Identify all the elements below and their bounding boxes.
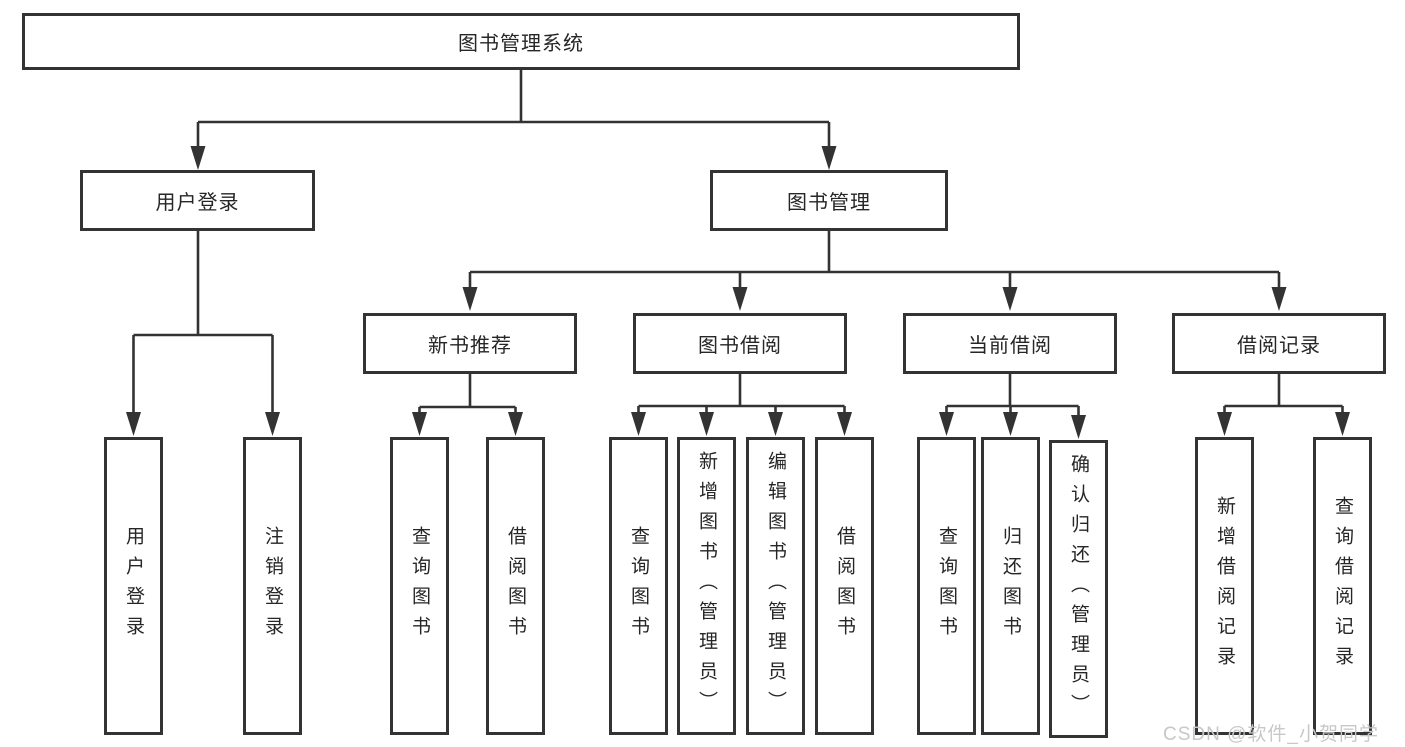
watermark: CSDN @软件_小贺同学: [1163, 724, 1379, 745]
arrowhead-icon: [939, 412, 954, 436]
connector-currentborrow-to-leaves: [945, 374, 1080, 419]
leaf-borrow-books-1: 借阅图书: [486, 437, 545, 735]
leaf-label: 新增图书（管理员）: [696, 451, 717, 721]
leaf-query-books-3: 查询图书: [917, 437, 976, 735]
leaf-add-borrow-record: 新增借阅记录: [1195, 437, 1254, 735]
node-root: 图书管理系统: [22, 13, 1020, 70]
arrowhead-icon: [732, 287, 748, 311]
leaf-add-books-admin: 新增图书（管理员）: [677, 437, 736, 735]
arrowhead-icon: [1071, 415, 1086, 439]
leaf-label: 借阅图书: [505, 526, 526, 646]
arrowhead-icon: [768, 412, 783, 436]
arrowhead-icon: [1217, 412, 1232, 436]
connector-bookborrow-to-leaves: [637, 374, 846, 416]
leaf-label: 查询图书: [409, 526, 430, 646]
arrowhead-icon: [412, 412, 427, 436]
leaf-label: 编辑图书（管理员）: [765, 451, 786, 721]
leaf-label: 查询图书: [936, 526, 957, 646]
leaf-borrow-books-2: 借阅图书: [815, 437, 874, 735]
arrowhead-icon: [265, 412, 280, 436]
leaf-edit-books-admin: 编辑图书（管理员）: [746, 437, 805, 735]
connector-bookmgmt-to-level3: [468, 231, 1281, 291]
arrowhead-icon: [631, 412, 646, 436]
node-new-book-recommendation: 新书推荐: [363, 313, 577, 374]
leaf-label: 注销登录: [262, 526, 283, 646]
leaf-user-login: 用户登录: [104, 437, 163, 735]
arrowhead-icon: [190, 146, 206, 170]
arrowhead-icon: [821, 146, 837, 170]
arrowhead-icon: [126, 412, 141, 436]
leaf-label: 查询借阅记录: [1332, 496, 1353, 676]
arrowhead-icon: [837, 412, 852, 436]
leaf-label: 新增借阅记录: [1214, 496, 1235, 676]
arrowhead-icon: [1335, 412, 1350, 436]
arrowhead-icon: [699, 412, 714, 436]
leaf-return-books: 归还图书: [981, 437, 1040, 735]
leaf-query-books-2: 查询图书: [609, 437, 668, 735]
leaf-label: 查询图书: [628, 526, 649, 646]
node-borrowing-records: 借阅记录: [1172, 313, 1386, 374]
arrowhead-icon: [508, 412, 523, 436]
leaf-logout: 注销登录: [243, 437, 302, 735]
leaf-label: 确认归还（管理员）: [1068, 454, 1089, 724]
arrowhead-icon: [1003, 412, 1018, 436]
node-current-borrowing: 当前借阅: [903, 313, 1117, 374]
connector-newbook-to-leaves: [418, 374, 517, 416]
arrowhead-icon: [1002, 287, 1018, 311]
arrowhead-icon: [1271, 287, 1287, 311]
leaf-confirm-return-admin: 确认归还（管理员）: [1049, 440, 1108, 738]
connector-userlogin-to-leaves: [132, 231, 274, 416]
node-book-borrowing: 图书借阅: [633, 313, 847, 374]
leaf-label: 用户登录: [123, 526, 144, 646]
connector-root-to-level2: [196, 70, 831, 150]
arrowhead-icon: [462, 287, 478, 311]
leaf-query-books-1: 查询图书: [390, 437, 449, 735]
leaf-label: 归还图书: [1000, 526, 1021, 646]
node-book-management: 图书管理: [710, 170, 948, 231]
leaf-query-borrow-record: 查询借阅记录: [1313, 437, 1372, 735]
node-user-login: 用户登录: [80, 170, 315, 231]
leaf-label: 借阅图书: [834, 526, 855, 646]
connector-records-to-leaves: [1223, 374, 1344, 416]
